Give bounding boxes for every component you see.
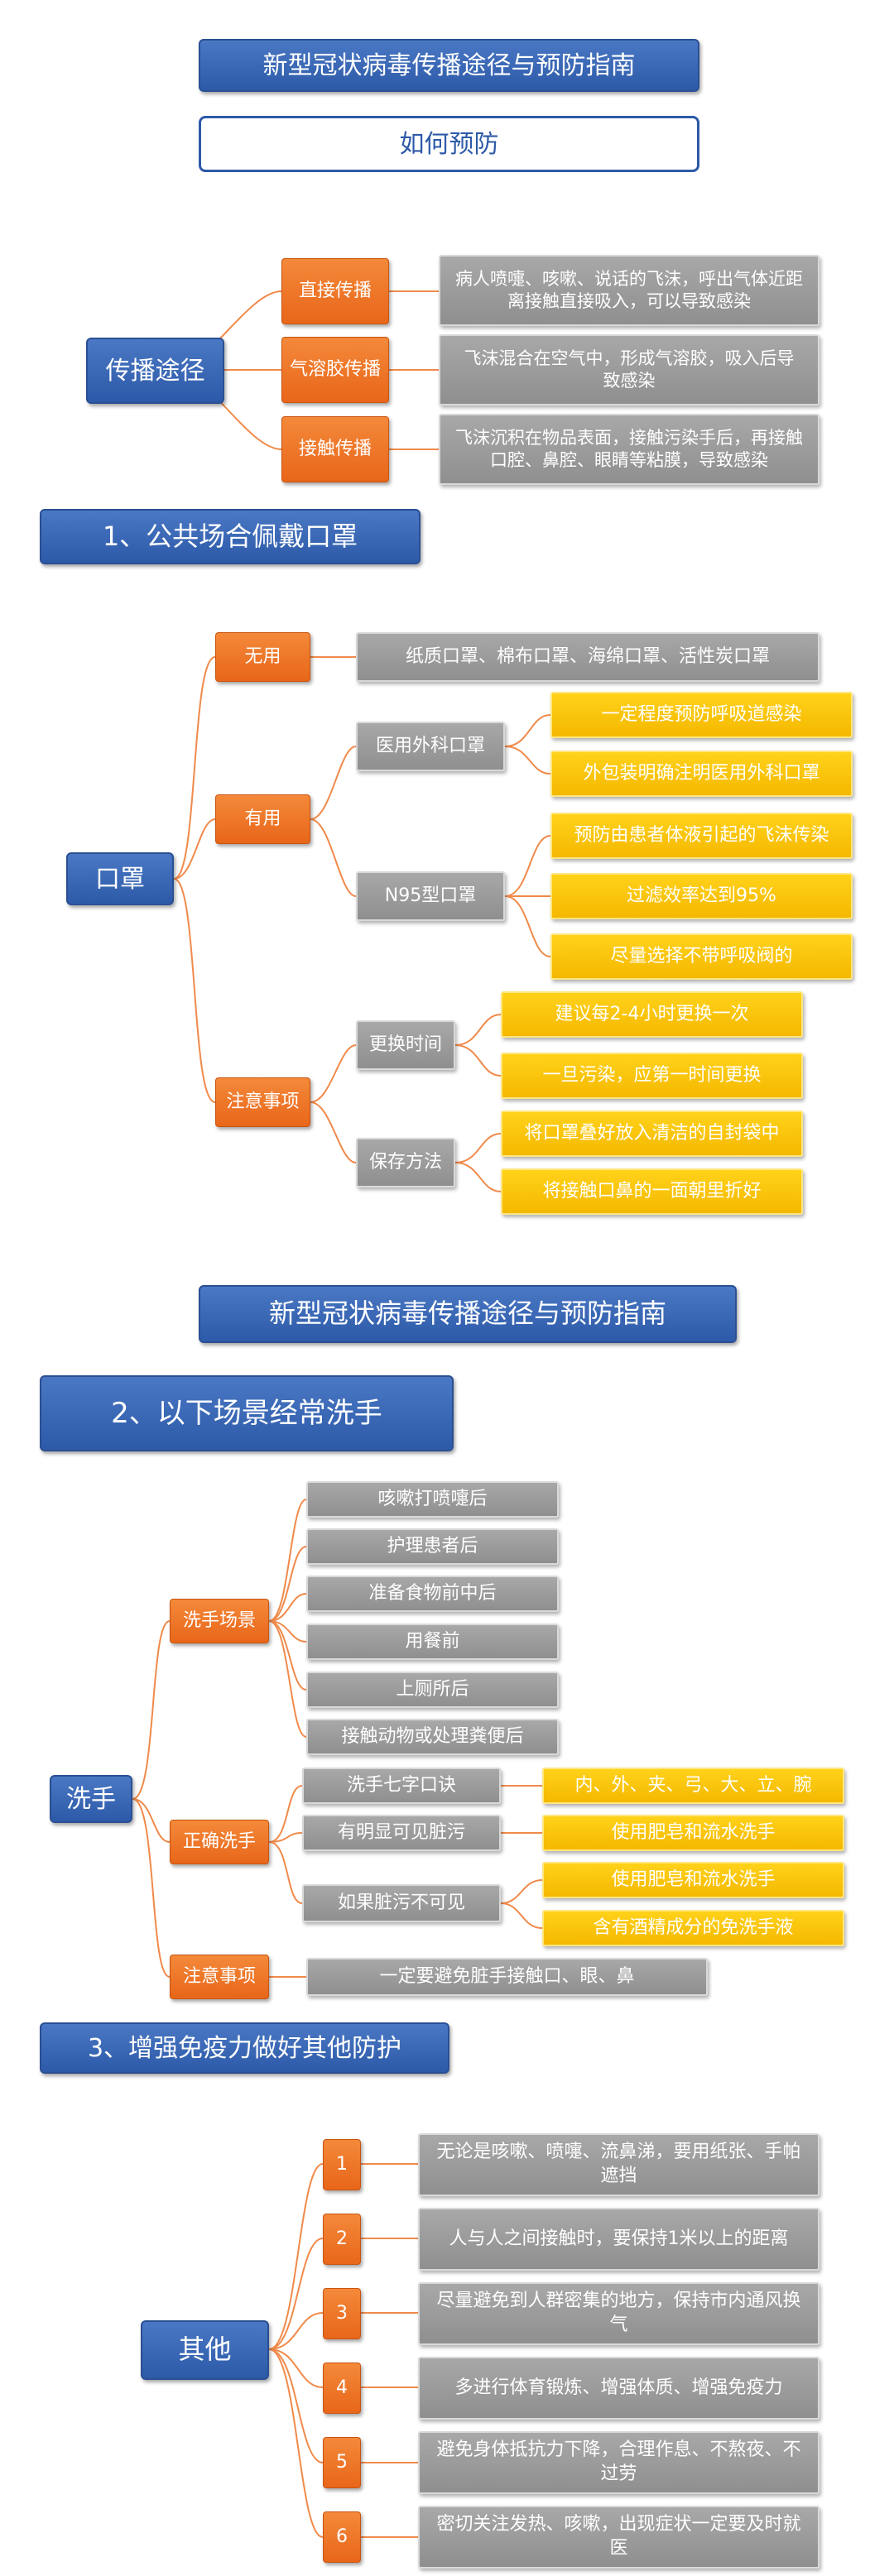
mask-n95-item: 过滤效率达到95% (550, 873, 853, 919)
other-number: 5 (323, 2437, 361, 2488)
section2-title: 2、以下场景经常洗手 (40, 1375, 454, 1451)
mask-useful: 有用 (215, 794, 310, 844)
other-root: 其他 (141, 2320, 269, 2380)
transmission-contact-desc: 飞沫沉积在物品表面，接触污染手后，再接触口腔、鼻腔、眼睛等粘膜，导致感染 (439, 414, 820, 485)
mask-change-item: 一旦污染，应第一时间更换 (501, 1053, 803, 1099)
mask-surgical: 医用外科口罩 (356, 722, 505, 771)
mask-n95: N95型口罩 (356, 871, 505, 921)
transmission-aerosol: 气溶胶传播 (281, 337, 389, 403)
wash-notes: 注意事项 (170, 1955, 269, 1999)
other-desc: 人与人之间接触时，要保持1米以上的距离 (418, 2208, 820, 2271)
other-number: 2 (323, 2214, 361, 2265)
wash-scene-item: 准备食物前中后 (306, 1576, 559, 1612)
wash-correct: 正确洗手 (170, 1820, 269, 1864)
transmission-direct: 直接传播 (281, 258, 389, 324)
wash-rule: 洗手七字口诀 (302, 1768, 501, 1804)
wash-scene-item: 上厕所后 (306, 1672, 559, 1708)
mask-notes: 注意事项 (215, 1077, 310, 1127)
other-number: 1 (323, 2139, 361, 2190)
mask-useless-desc: 纸质口罩、棉布口罩、海绵口罩、活性炭口罩 (356, 632, 820, 682)
transmission-aerosol-desc: 飞沫混合在空气中，形成气溶胶，吸入后导致感染 (439, 334, 820, 405)
other-desc: 避免身体抵抗力下降，合理作息、不熬夜、不过劳 (418, 2431, 820, 2494)
wash-root: 洗手 (50, 1775, 132, 1823)
transmission-direct-desc: 病人喷嚏、咳嗽、说话的飞沫，呼出气体近距离接触直接吸入，可以导致感染 (439, 255, 820, 326)
mask-storage: 保存方法 (356, 1138, 455, 1187)
wash-invisible-item: 含有酒精成分的免洗手液 (542, 1910, 844, 1946)
wash-notes-desc: 一定要避免脏手接触口、眼、鼻 (306, 1958, 708, 1996)
wash-scene-item: 咳嗽打喷嚏后 (306, 1481, 559, 1518)
wash-scene-item: 用餐前 (306, 1624, 559, 1660)
mask-change-time: 更换时间 (356, 1020, 455, 1070)
other-desc: 密切关注发热、咳嗽，出现症状一定要及时就医 (418, 2506, 820, 2569)
mask-useless: 无用 (215, 632, 310, 682)
page-title: 新型冠状病毒传播途径与预防指南 (199, 39, 699, 92)
section1-title: 1、公共场合佩戴口罩 (40, 509, 421, 564)
other-desc: 尽量避免到人群密集的地方，保持市内通风换气 (418, 2282, 820, 2345)
mask-surgical-item: 外包装明确注明医用外科口罩 (550, 751, 853, 797)
wash-visible-dirt: 有明显可见脏污 (302, 1815, 501, 1851)
wash-scenes: 洗手场景 (170, 1599, 269, 1643)
wash-scene-item: 护理患者后 (306, 1528, 559, 1565)
other-number: 3 (323, 2288, 361, 2339)
transmission-root: 传播途径 (86, 338, 224, 404)
transmission-contact: 接触传播 (281, 416, 389, 482)
mask-change-item: 建议每2-4小时更换一次 (501, 991, 803, 1038)
wash-invisible-item: 使用肥皂和流水洗手 (542, 1862, 844, 1898)
wash-scene-item: 接触动物或处理粪便后 (306, 1719, 559, 1755)
wash-rule-item: 内、外、夹、弓、大、立、腕 (542, 1768, 844, 1804)
mask-n95-item: 预防由患者体液引起的飞沫传染 (550, 813, 853, 859)
page-subtitle: 如何预防 (199, 116, 699, 172)
other-number: 6 (323, 2511, 361, 2563)
wash-visible-item: 使用肥皂和流水洗手 (542, 1815, 844, 1851)
page-title-repeat: 新型冠状病毒传播途径与预防指南 (199, 1285, 737, 1343)
other-desc: 多进行体育锻炼、增强体质、增强免疫力 (418, 2357, 820, 2420)
mask-root: 口罩 (66, 852, 174, 905)
section3-title: 3、增强免疫力做好其他防护 (40, 2022, 449, 2074)
mask-storage-item: 将口罩叠好放入清洁的自封袋中 (501, 1111, 803, 1157)
other-number: 4 (323, 2363, 361, 2414)
mask-surgical-item: 一定程度预防呼吸道感染 (550, 692, 853, 738)
wash-invisible-dirt: 如果脏污不可见 (302, 1884, 501, 1922)
other-desc: 无论是咳嗽、喷嚏、流鼻涕，要用纸张、手帕遮挡 (418, 2133, 820, 2196)
mask-storage-item: 将接触口鼻的一面朝里折好 (501, 1168, 803, 1215)
mask-n95-item: 尽量选择不带呼吸阀的 (550, 933, 853, 980)
